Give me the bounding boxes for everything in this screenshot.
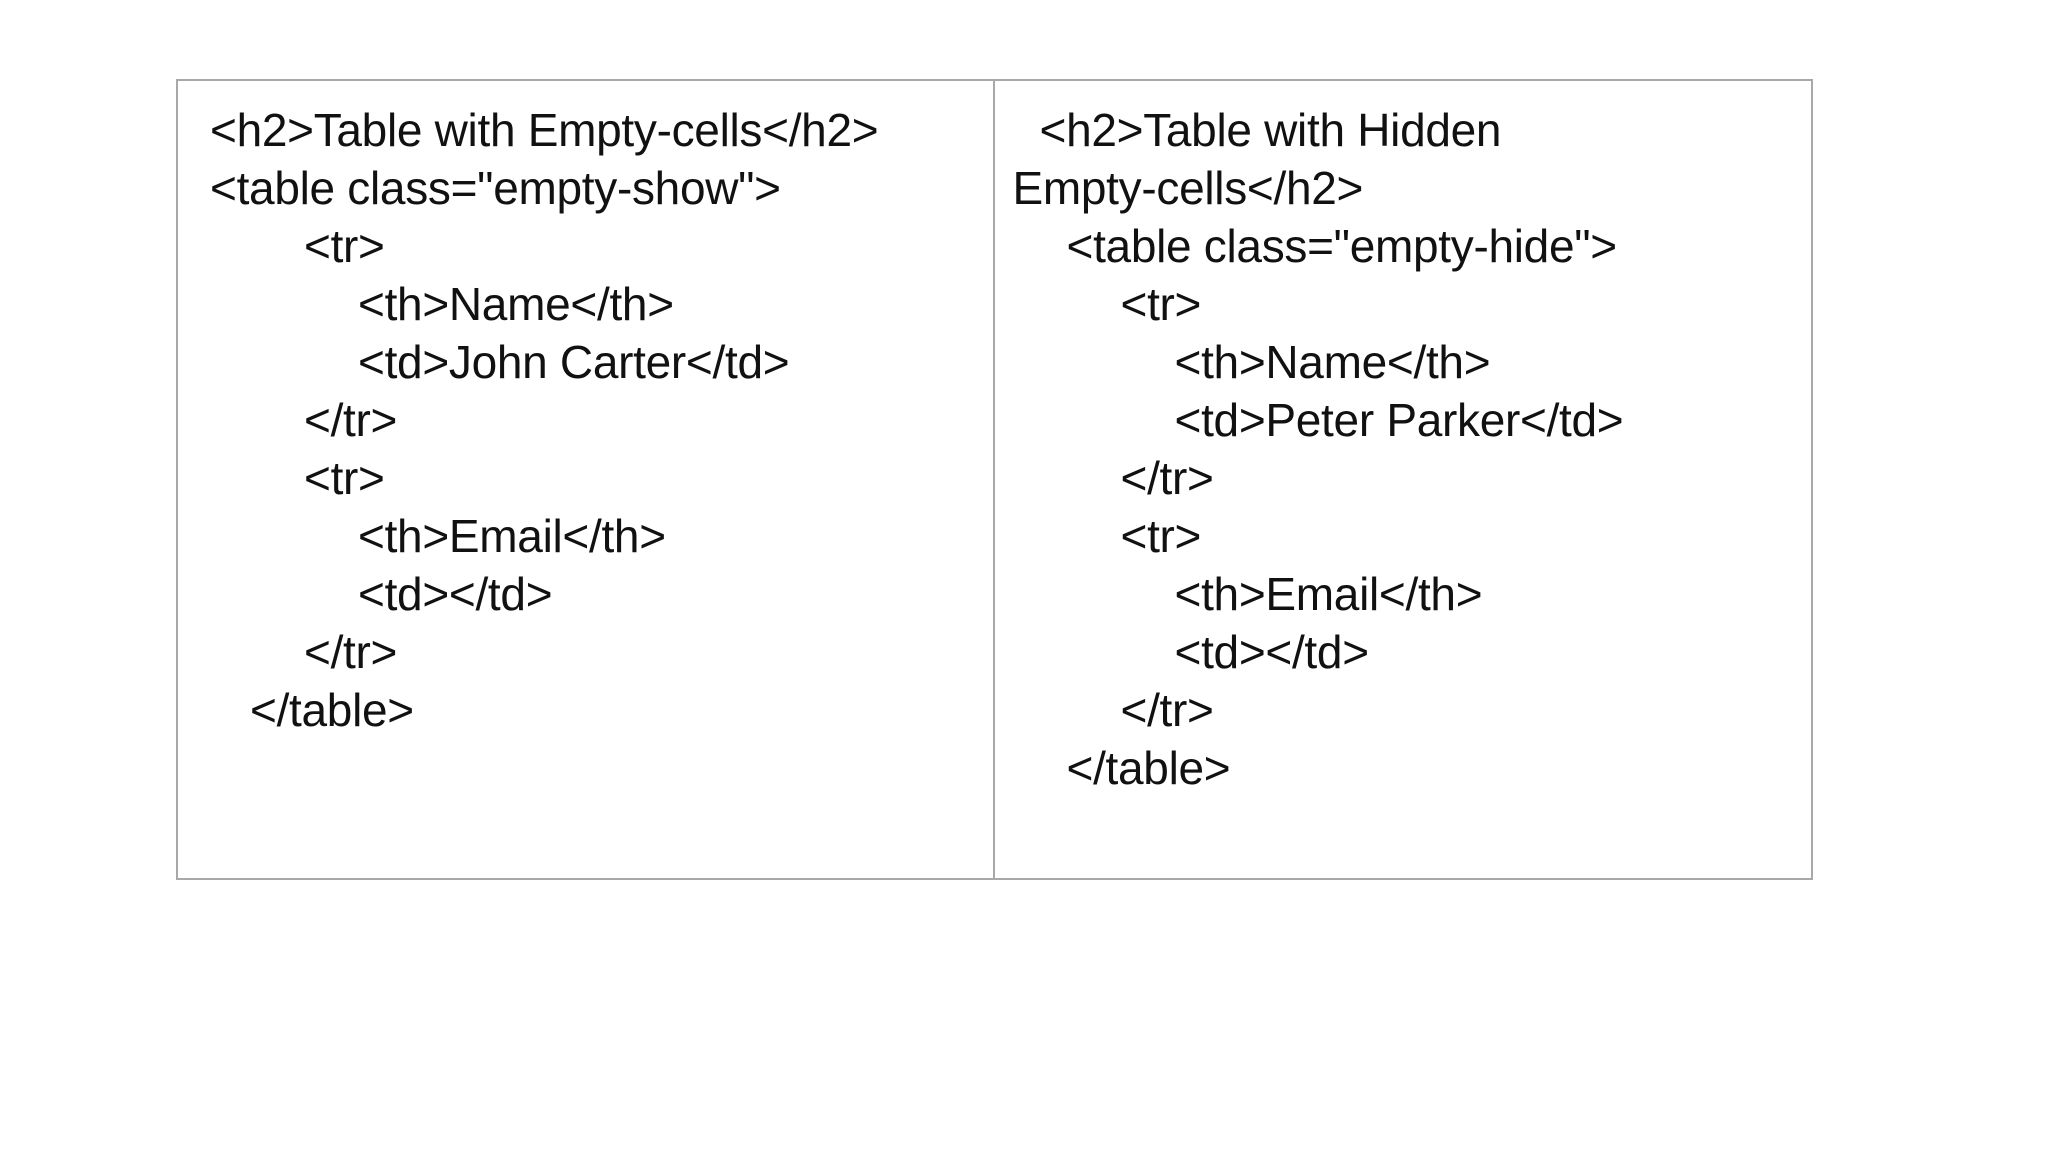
code-line: <td></td>: [1174, 626, 1370, 678]
code-line: <h2>Table with Hidden: [1039, 104, 1502, 156]
code-line: Empty-cells</h2>: [1012, 162, 1364, 214]
code-line: </table>: [250, 684, 414, 736]
code-line: <tr>: [304, 452, 385, 504]
code-line: <td>Peter Parker</td>: [1174, 394, 1624, 446]
code-line: <tr>: [304, 220, 385, 272]
code-line: <h2>Table with Empty-cells</h2>: [210, 104, 879, 156]
code-line: <table class="empty-hide">: [1066, 220, 1618, 272]
empty-show-code-cell: <h2>Table with Empty-cells</h2> <table c…: [178, 81, 995, 878]
code-line: <th>Name</th>: [1174, 336, 1491, 388]
code-line: <tr>: [1120, 510, 1202, 562]
code-line: </tr>: [1120, 452, 1214, 504]
code-line: <th>Email</th>: [358, 510, 666, 562]
code-line: <td>John Carter</td>: [358, 336, 790, 388]
code-line: <tr>: [1120, 278, 1202, 330]
code-line: </tr>: [304, 394, 398, 446]
code-line: <td></td>: [358, 568, 553, 620]
empty-hide-code-cell: <h2>Table with Hidden Empty-cells</h2> <…: [995, 81, 1812, 878]
code-comparison-table: <h2>Table with Empty-cells</h2> <table c…: [176, 79, 1813, 880]
code-line: <th>Email</th>: [1174, 568, 1483, 620]
code-line: <th>Name</th>: [358, 278, 674, 330]
code-line: </table>: [1066, 742, 1231, 794]
code-line: </tr>: [304, 626, 398, 678]
code-line: </tr>: [1120, 684, 1214, 736]
code-line: <table class="empty-show">: [210, 162, 781, 214]
